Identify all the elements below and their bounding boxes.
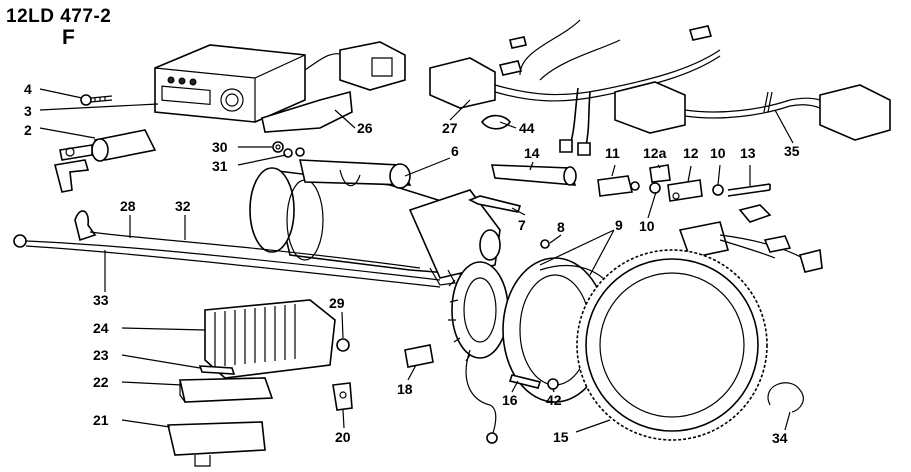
base-21-foot	[194, 455, 211, 467]
mounting-hardware-drawing	[597, 164, 771, 259]
clip-20-hole	[339, 391, 347, 399]
circlip-34-drawing	[767, 382, 804, 413]
screw-23-drawing	[198, 365, 236, 375]
shim-18-drawing	[404, 344, 434, 368]
clip-44-drawing	[480, 114, 511, 130]
part-label-20: 20	[335, 429, 351, 445]
part-label-23: 23	[93, 347, 109, 363]
screw-16-drawing	[508, 374, 542, 389]
part-label-29: 29	[329, 295, 345, 311]
part-label-33: 33	[93, 292, 109, 308]
part-labels: 4 3 2 30 31 6 26 27 44 14 11 12a 12 10 1…	[24, 81, 800, 446]
base-21-drawing	[166, 421, 266, 456]
rubber-boot-drawing	[490, 164, 577, 186]
part-label-12a: 12a	[643, 145, 667, 161]
nut-8-drawing	[540, 239, 550, 249]
part-label-28: 28	[120, 198, 136, 214]
part-label-22: 22	[93, 374, 109, 390]
part-label-18: 18	[397, 381, 413, 397]
part-label-26: 26	[357, 120, 373, 136]
part-label-7: 7	[518, 217, 526, 233]
part-label-34: 34	[772, 430, 788, 446]
washer-42-drawing	[547, 378, 559, 390]
ring-gear-drawing	[576, 249, 768, 441]
screw-7-drawing	[468, 195, 522, 213]
part-label-30: 30	[212, 139, 228, 155]
key-switch-drawing	[54, 129, 157, 193]
control-box-drawing	[154, 41, 406, 123]
regulator-drawing	[204, 299, 336, 379]
part-label-31: 31	[212, 158, 228, 174]
part-label-14: 14	[524, 145, 540, 161]
screw-4-drawing	[80, 94, 113, 106]
leader-lines	[39, 88, 794, 433]
part-label-13: 13	[740, 145, 756, 161]
part-label-24: 24	[93, 320, 109, 336]
bracket-drawing	[261, 90, 353, 133]
stator-drawing	[448, 261, 509, 444]
part-label-6: 6	[451, 143, 459, 159]
plate-22-drawing	[179, 377, 274, 403]
part-label-10-mid: 10	[639, 218, 655, 234]
part-label-35: 35	[784, 143, 800, 159]
part-label-11: 11	[605, 145, 620, 161]
part-label-21: 21	[93, 412, 109, 428]
part-label-15: 15	[553, 429, 569, 445]
part-label-4: 4	[24, 81, 32, 97]
part-label-16: 16	[502, 392, 518, 408]
part-label-27: 27	[442, 120, 458, 136]
part-label-44: 44	[519, 120, 535, 136]
part-label-2: 2	[24, 122, 32, 138]
nuts-30-31-drawing	[272, 141, 305, 158]
diagram-letter: F	[62, 26, 75, 49]
part-label-32: 32	[175, 198, 191, 214]
starter-motor-drawing	[249, 159, 501, 286]
diagram-code: 12LD 477-2	[6, 6, 112, 27]
clip-20-drawing	[332, 382, 353, 411]
part-label-8: 8	[557, 219, 565, 235]
part-label-10-top: 10	[710, 145, 726, 161]
part-label-12: 12	[683, 145, 699, 161]
nut-29-drawing	[336, 338, 350, 352]
wiring-harness-drawing	[429, 19, 891, 156]
part-label-3: 3	[24, 103, 32, 119]
terminal-cables-drawing	[719, 204, 823, 273]
battery-cables-drawing	[13, 210, 441, 288]
part-label-9: 9	[615, 217, 623, 233]
boot-end-drawing	[563, 166, 577, 186]
part-label-42: 42	[546, 392, 562, 408]
